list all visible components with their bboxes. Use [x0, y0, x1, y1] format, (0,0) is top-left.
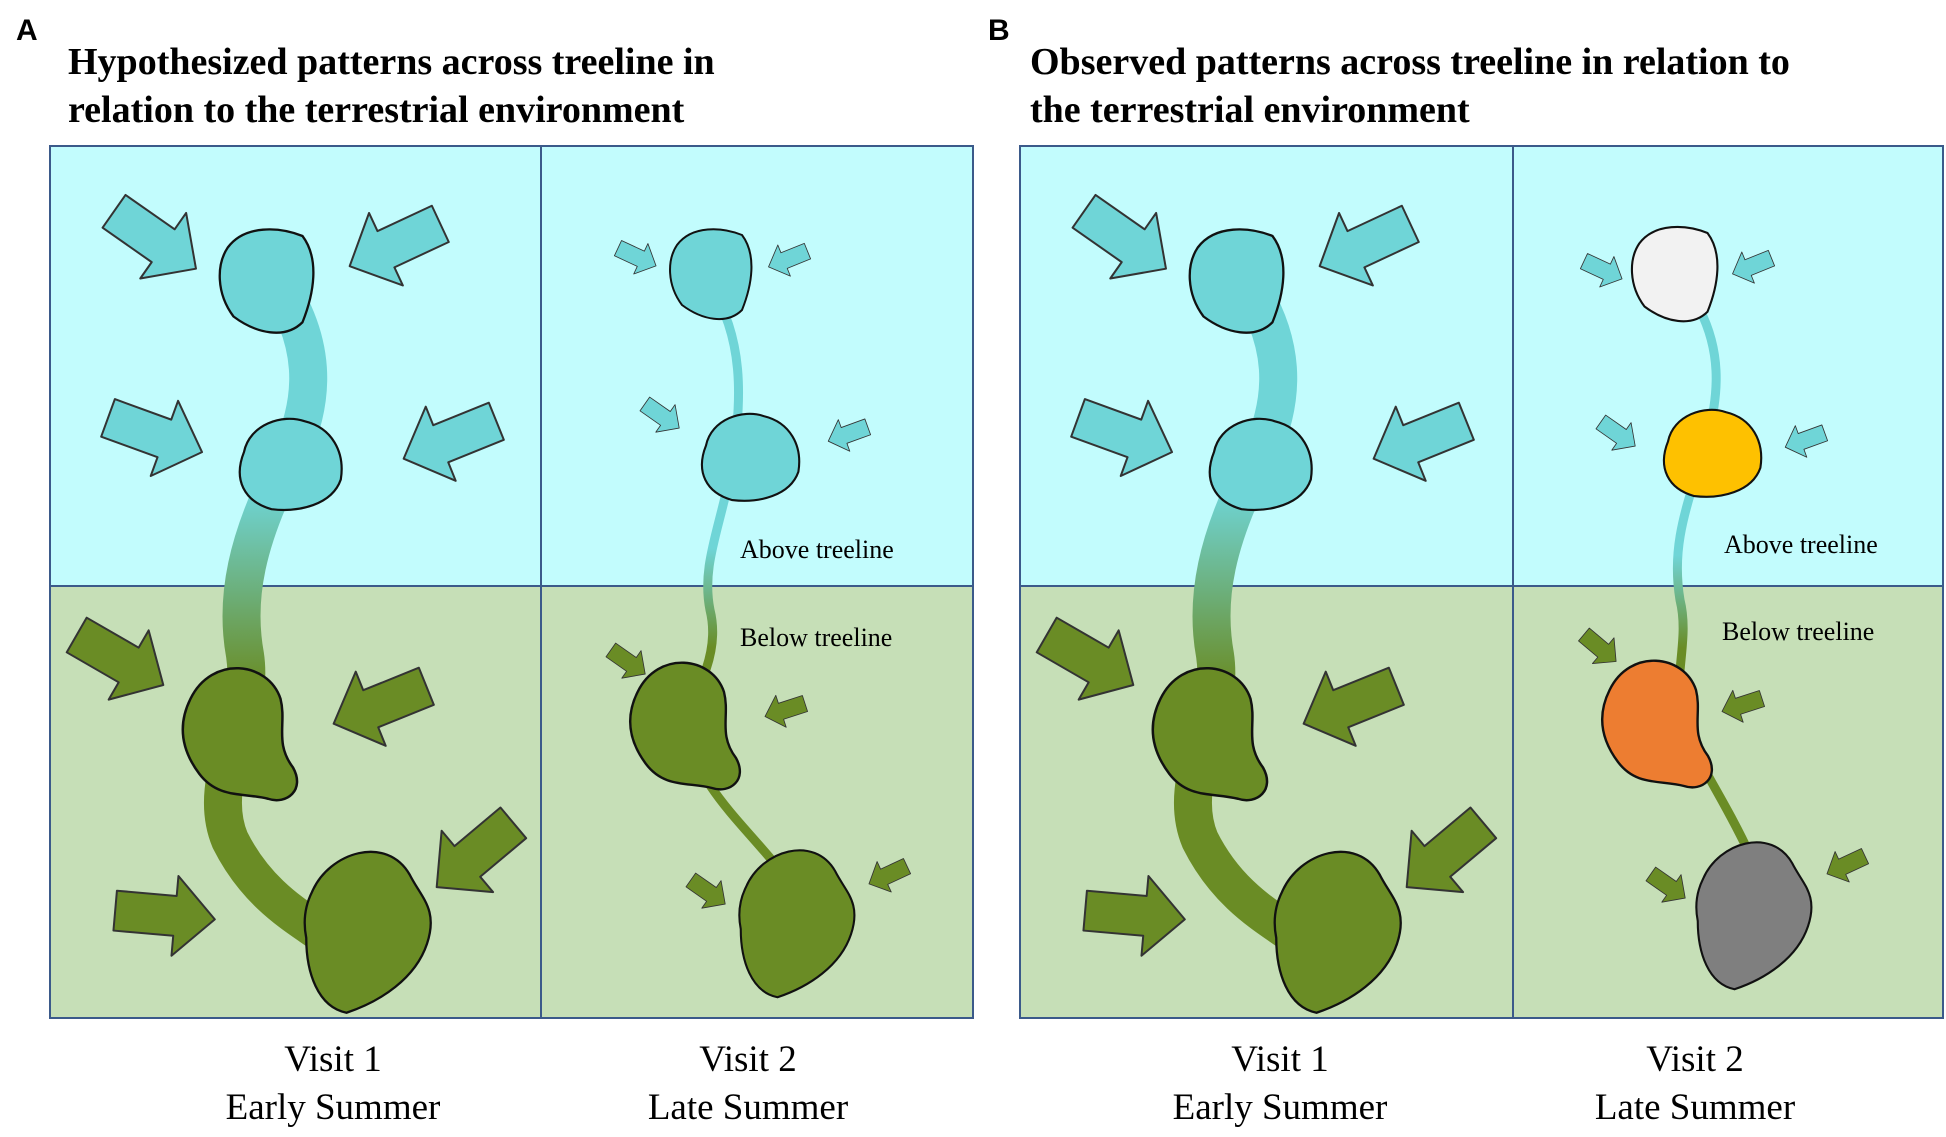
lake-icon [669, 228, 753, 321]
panel-b-visit1-line2: Early Summer [1172, 1087, 1388, 1128]
panel-b-visit2-line2: Late Summer [1594, 1087, 1796, 1128]
panel-a-above-label: Above treeline [740, 535, 894, 564]
panel-b-below-label: Below treeline [1722, 617, 1874, 646]
lake-icon [700, 412, 801, 502]
panel-b-visit2-line1: Visit 2 [1646, 1039, 1744, 1080]
lake-icon [1662, 408, 1763, 498]
lake-icon [218, 228, 315, 334]
panel-b-visit2-caption: Visit 2 Late Summer [1495, 1036, 1895, 1132]
lake-icon [1208, 417, 1313, 512]
panel-title-a-line1: Hypothesized patterns across treeline in [68, 41, 715, 83]
panel-a-visit2-line1: Visit 2 [699, 1039, 797, 1080]
panel-a-visit1-line1: Visit 1 [284, 1039, 382, 1080]
panel-b-above-zone [1020, 146, 1943, 586]
panel-title-b: Observed patterns across treeline in rel… [1030, 38, 1890, 134]
panel-b-visit1-line1: Visit 1 [1231, 1039, 1329, 1080]
panel-a-diagram: Above treeline Below treeline [49, 145, 974, 1019]
panel-a-below-label: Below treeline [740, 623, 892, 652]
panel-letter-b: B [988, 14, 1010, 47]
lake-icon [238, 417, 343, 512]
panel-b-visit1-caption: Visit 1 Early Summer [1080, 1036, 1480, 1132]
panel-a-visit2-line2: Late Summer [647, 1087, 849, 1128]
panel-a-visit1-stream-icon [203, 251, 349, 959]
panel-title-a: Hypothesized patterns across treeline in… [68, 38, 928, 134]
panel-b-visit1-stream-icon [1173, 251, 1319, 959]
lake-icon [1630, 225, 1719, 323]
panel-a-above-zone [50, 146, 973, 586]
panel-a-visit2-caption: Visit 2 Late Summer [548, 1036, 948, 1132]
panel-b-above-label: Above treeline [1724, 530, 1878, 559]
lake-icon [1188, 228, 1285, 334]
panel-title-a-line2: relation to the terrestrial environment [68, 89, 685, 131]
panel-a-visit1-line2: Early Summer [225, 1087, 441, 1128]
panel-b-diagram: Above treeline Below treeline [1019, 145, 1944, 1019]
panel-title-b-line1: Observed patterns across treeline in rel… [1030, 41, 1790, 83]
panel-b-frame [1019, 145, 1944, 1019]
panel-b-below-zone [1020, 586, 1943, 1018]
panel-a-frame [49, 145, 974, 1019]
panel-a-visit1-caption: Visit 1 Early Summer [133, 1036, 533, 1132]
panel-title-b-line2: the terrestrial environment [1030, 89, 1470, 131]
panel-letter-a: A [16, 14, 38, 47]
